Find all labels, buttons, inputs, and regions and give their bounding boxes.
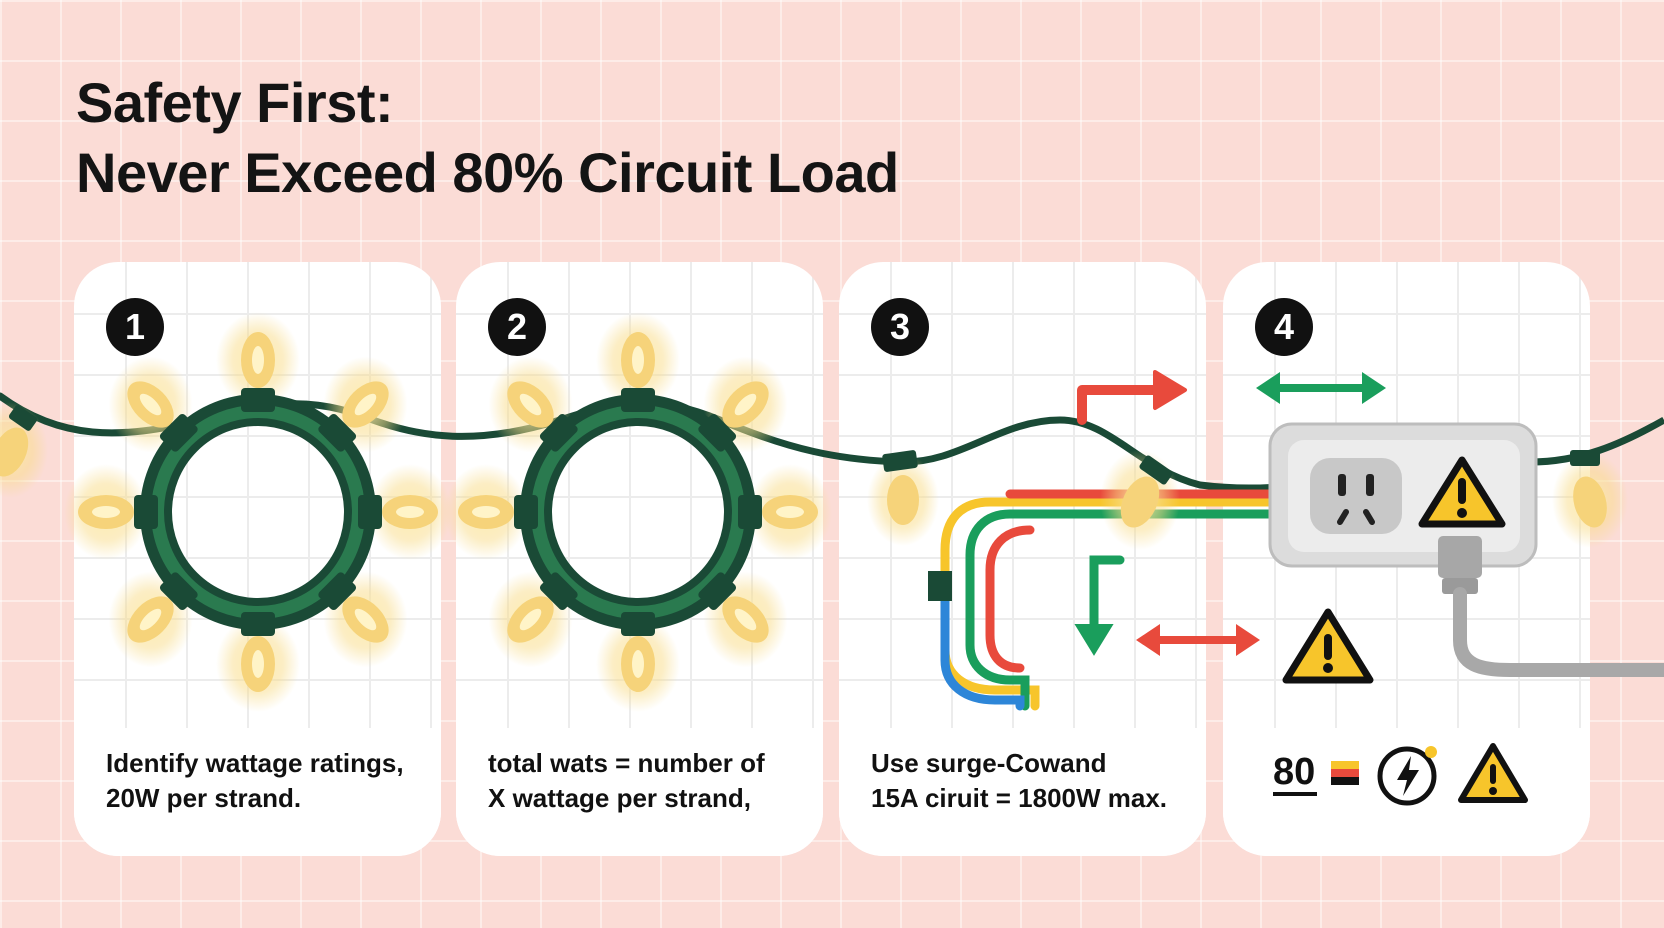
percent-80-label: 80 (1273, 752, 1318, 796)
step-card-4: 4 80 (1223, 262, 1590, 856)
caption-line-1: total wats = number of (488, 748, 765, 778)
load-flag-icon (1331, 761, 1360, 785)
caption-line-2: 20W per strand. (106, 783, 302, 813)
step-caption: Identify wattage ratings, 20W per strand… (106, 746, 404, 816)
caption-line-1: Identify wattage ratings, (106, 748, 404, 778)
step-number-badge: 3 (871, 298, 929, 356)
bulb-icon (0, 402, 48, 498)
step-number-badge: 4 (1255, 298, 1313, 356)
step-caption: total wats = number of X wattage per str… (488, 746, 765, 816)
step-number-badge: 1 (106, 298, 164, 356)
caption-line-2: 15A ciruit = 1800W max. (871, 783, 1168, 813)
caption-line-1: Use surge-Cowand (871, 748, 1107, 778)
title-line-1: Safety First: (76, 71, 394, 134)
step-card-2: 2 total wats = number of X wattage per s… (456, 262, 823, 856)
title-line-2: Never Exceed 80% Circuit Load (76, 141, 899, 204)
lightning-icon (1377, 746, 1438, 806)
warning-icon (1458, 743, 1529, 803)
load-indicator-row: 80 (1273, 740, 1529, 808)
caption-line-2: X wattage per strand, (488, 783, 751, 813)
step-number-badge: 2 (488, 298, 546, 356)
step-caption: Use surge-Cowand 15A ciruit = 1800W max. (871, 746, 1167, 816)
step-card-1: 1 Identify wattage ratings, 20W per stra… (74, 262, 441, 856)
step-card-3: 3 Use surge-Cowand 15A ciruit = 1800W ma… (839, 262, 1206, 856)
